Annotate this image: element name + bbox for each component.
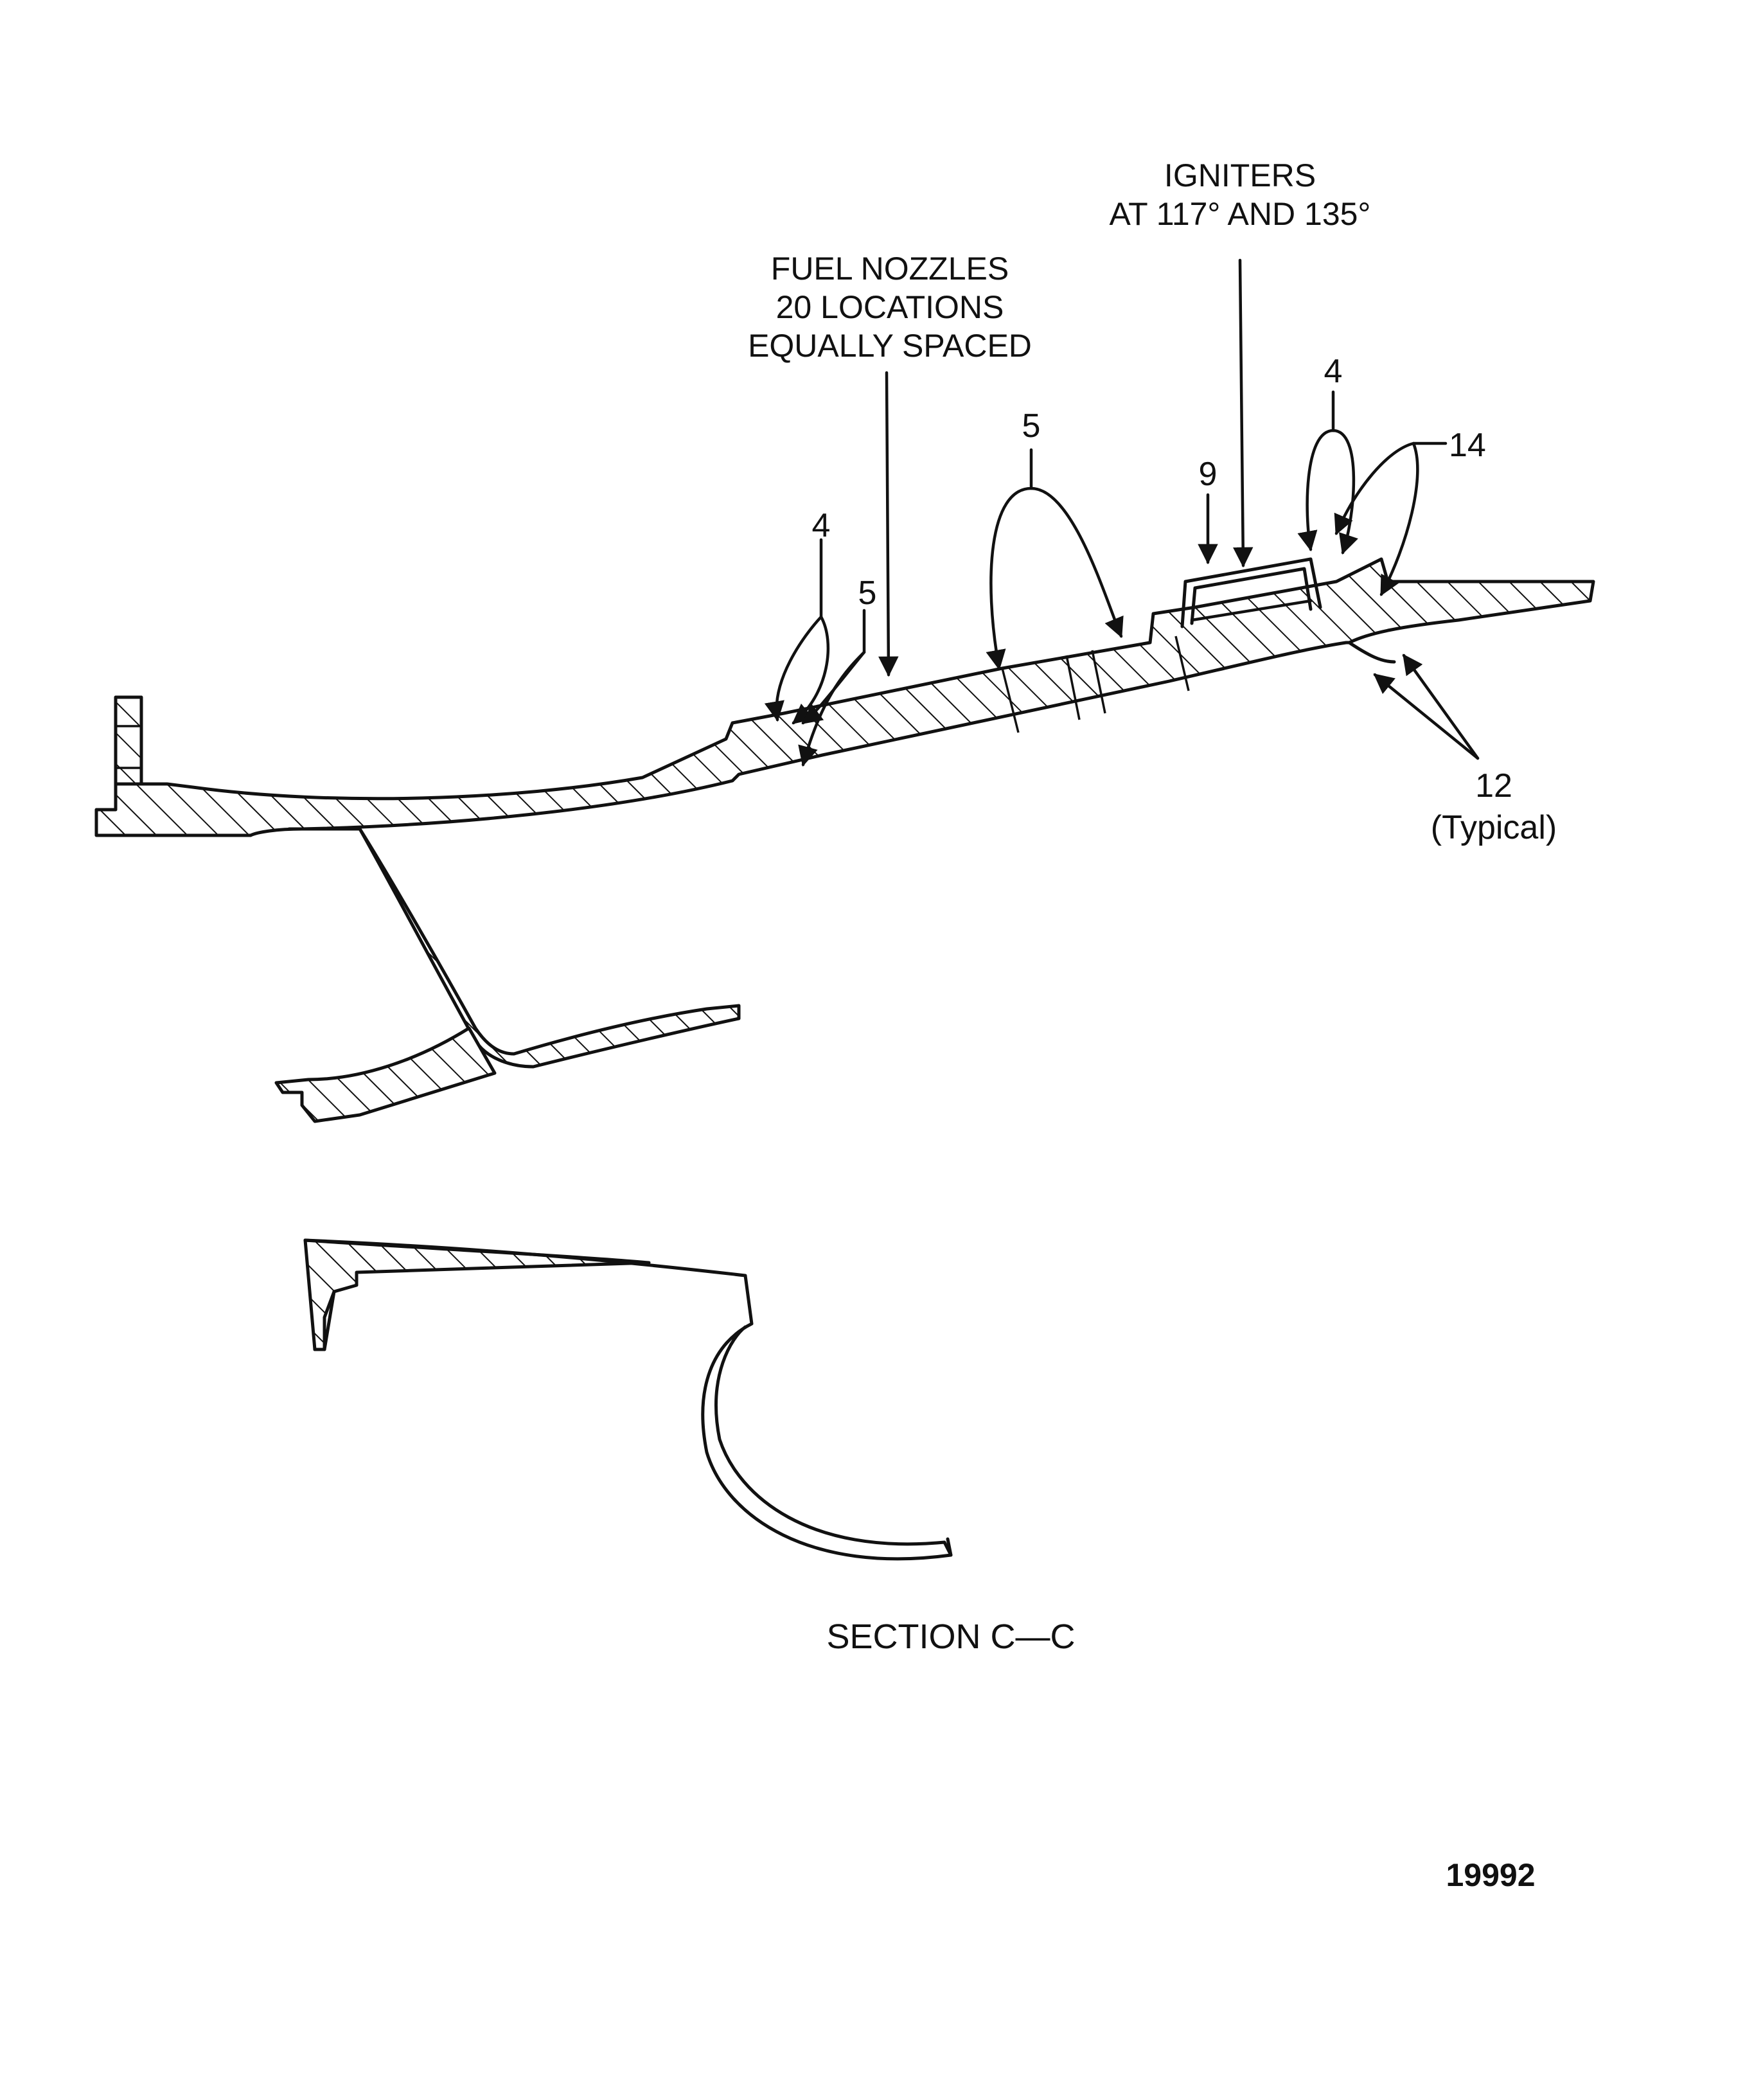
support-arm [274, 827, 741, 1123]
callout-4-left: 4 [812, 507, 831, 544]
left-flange [114, 695, 143, 786]
callout-12-note: (Typical) [1431, 809, 1557, 846]
callout-14: 14 [1449, 427, 1486, 464]
igniters-label-line1: IGNITERS [1164, 157, 1316, 193]
igniters-label-line2: AT 117° AND 135° [1110, 196, 1371, 232]
case-wall [94, 557, 1595, 837]
callout-9: 9 [1199, 456, 1218, 493]
lower-flange [303, 1238, 651, 1351]
callout-12: 12 [1475, 767, 1512, 805]
figure-number: 19992 [1446, 1857, 1535, 1893]
section-caption: SECTION C—C [826, 1617, 1075, 1656]
callout-leaders [764, 258, 1480, 767]
fuel-nozzles-label-line1: FUEL NOZZLES [771, 251, 1009, 287]
outer-case-section [94, 557, 1595, 837]
inner-diffuser [303, 1238, 953, 1561]
callout-5-left: 5 [858, 574, 877, 612]
callout-4-right: 4 [1324, 353, 1343, 390]
callout-5-mid: 5 [1022, 407, 1041, 445]
fuel-nozzles-label-line2: 20 LOCATIONS [776, 289, 1004, 325]
fuel-nozzles-label-line3: EQUALLY SPACED [748, 328, 1032, 364]
igniter-boss [1180, 557, 1322, 628]
